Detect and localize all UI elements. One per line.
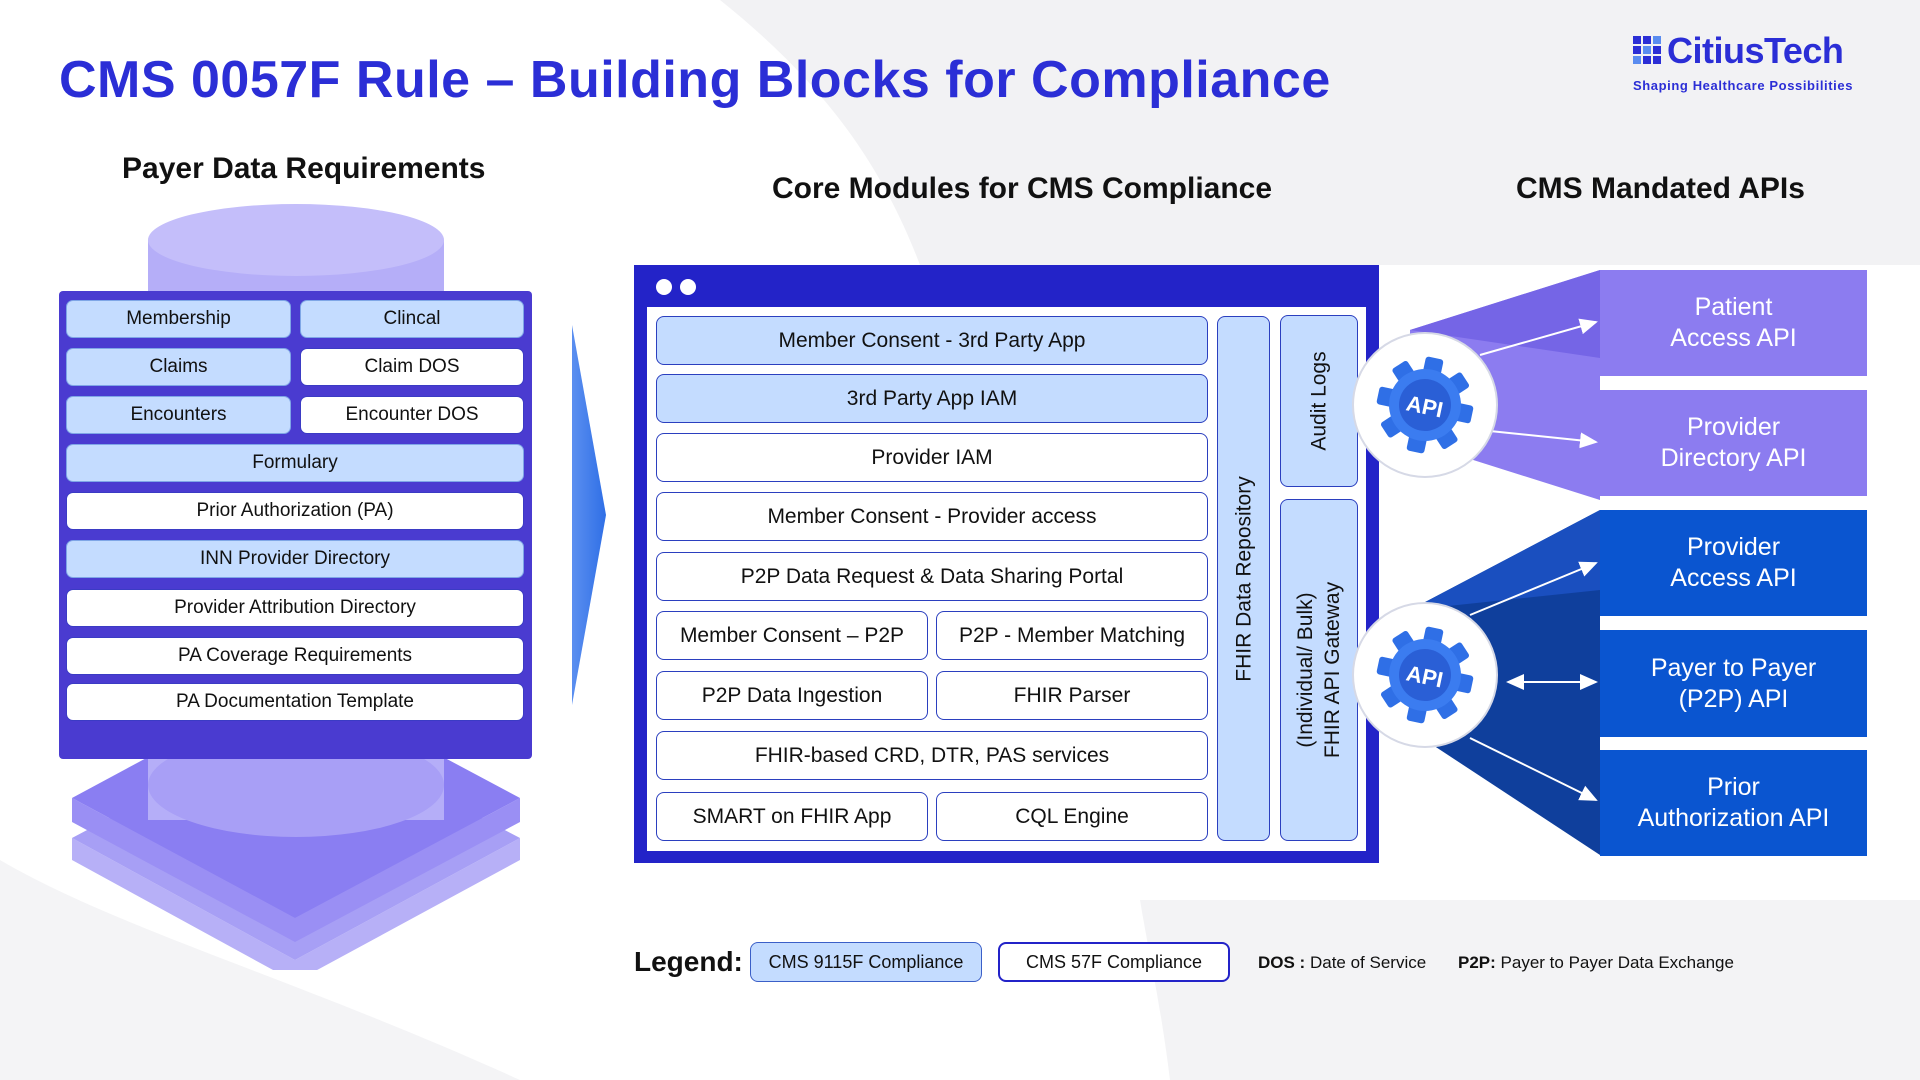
apis-header: CMS Mandated APIs xyxy=(1516,172,1805,205)
flow-arrow-icon xyxy=(572,325,606,705)
logo-name: CitiusTech xyxy=(1667,30,1844,71)
window-dot-icon xyxy=(656,279,672,295)
module-audit-logs: Audit Logs xyxy=(1280,315,1358,487)
payer-item-claims: Claims xyxy=(66,348,291,386)
payer-data-panel: Membership Clincal Claims Claim DOS Enco… xyxy=(59,291,532,759)
payer-item-provider-attribution: Provider Attribution Directory xyxy=(66,589,524,627)
legend-label: Legend: xyxy=(634,946,743,977)
logo-mark-icon xyxy=(1633,36,1661,64)
window-dot-icon xyxy=(680,279,696,295)
legend-cms9115: CMS 9115F Compliance xyxy=(750,942,982,982)
payer-item-claim-dos: Claim DOS xyxy=(300,348,524,386)
module-p2p-portal: P2P Data Request & Data Sharing Portal xyxy=(656,552,1208,601)
legend-cms57: CMS 57F Compliance xyxy=(998,942,1230,982)
core-modules-window: Member Consent - 3rd Party App 3rd Party… xyxy=(634,265,1379,863)
module-member-consent-p2p: Member Consent – P2P xyxy=(656,611,928,660)
logo-tagline: Shaping Healthcare Possibilities xyxy=(1633,78,1854,93)
module-cql-engine: CQL Engine xyxy=(936,792,1208,841)
core-modules-area: Member Consent - 3rd Party App 3rd Party… xyxy=(647,307,1366,851)
module-fhir-api-gateway: (Individual/ Bulk)FHIR API Gateway xyxy=(1280,499,1358,841)
module-p2p-member-matching: P2P - Member Matching xyxy=(936,611,1208,660)
module-fhir-crd-dtr-pas: FHIR-based CRD, DTR, PAS services xyxy=(656,731,1208,780)
api-gear-icon: API xyxy=(1352,602,1498,748)
citiustech-logo: CitiusTech Shaping Healthcare Possibilit… xyxy=(1625,30,1865,100)
payer-item-pa-coverage: PA Coverage Requirements xyxy=(66,637,524,675)
module-member-consent-provider: Member Consent - Provider access xyxy=(656,492,1208,541)
payer-item-prior-authorization: Prior Authorization (PA) xyxy=(66,492,524,530)
module-fhir-parser: FHIR Parser xyxy=(936,671,1208,720)
core-header: Core Modules for CMS Compliance xyxy=(772,172,1273,205)
module-provider-iam: Provider IAM xyxy=(656,433,1208,482)
payer-item-membership: Membership xyxy=(66,300,291,338)
payer-item-clinical: Clincal xyxy=(300,300,524,338)
module-3rd-party-app-iam: 3rd Party App IAM xyxy=(656,374,1208,423)
payer-item-inn-provider-directory: INN Provider Directory xyxy=(66,540,524,578)
legend-dos: DOS : Date of Service xyxy=(1258,953,1427,972)
payer-item-encounters: Encounters xyxy=(66,396,291,434)
api-gear-icon: API xyxy=(1352,332,1498,478)
module-member-consent-3rd-party: Member Consent - 3rd Party App xyxy=(656,316,1208,365)
payer-header: Payer Data Requirements xyxy=(122,152,486,185)
module-smart-on-fhir: SMART on FHIR App xyxy=(656,792,928,841)
legend-p2p: P2P: Payer to Payer Data Exchange xyxy=(1458,953,1734,972)
payer-item-encounter-dos: Encounter DOS xyxy=(300,396,524,434)
page-title: CMS 0057F Rule – Building Blocks for Com… xyxy=(59,51,1331,109)
payer-item-pa-documentation: PA Documentation Template xyxy=(66,683,524,721)
module-p2p-data-ingestion: P2P Data Ingestion xyxy=(656,671,928,720)
api-payer-to-payer: Payer to Payer(P2P) API xyxy=(1600,630,1867,737)
module-fhir-data-repository: FHIR Data Repository xyxy=(1217,316,1270,841)
payer-item-formulary: Formulary xyxy=(66,444,524,482)
